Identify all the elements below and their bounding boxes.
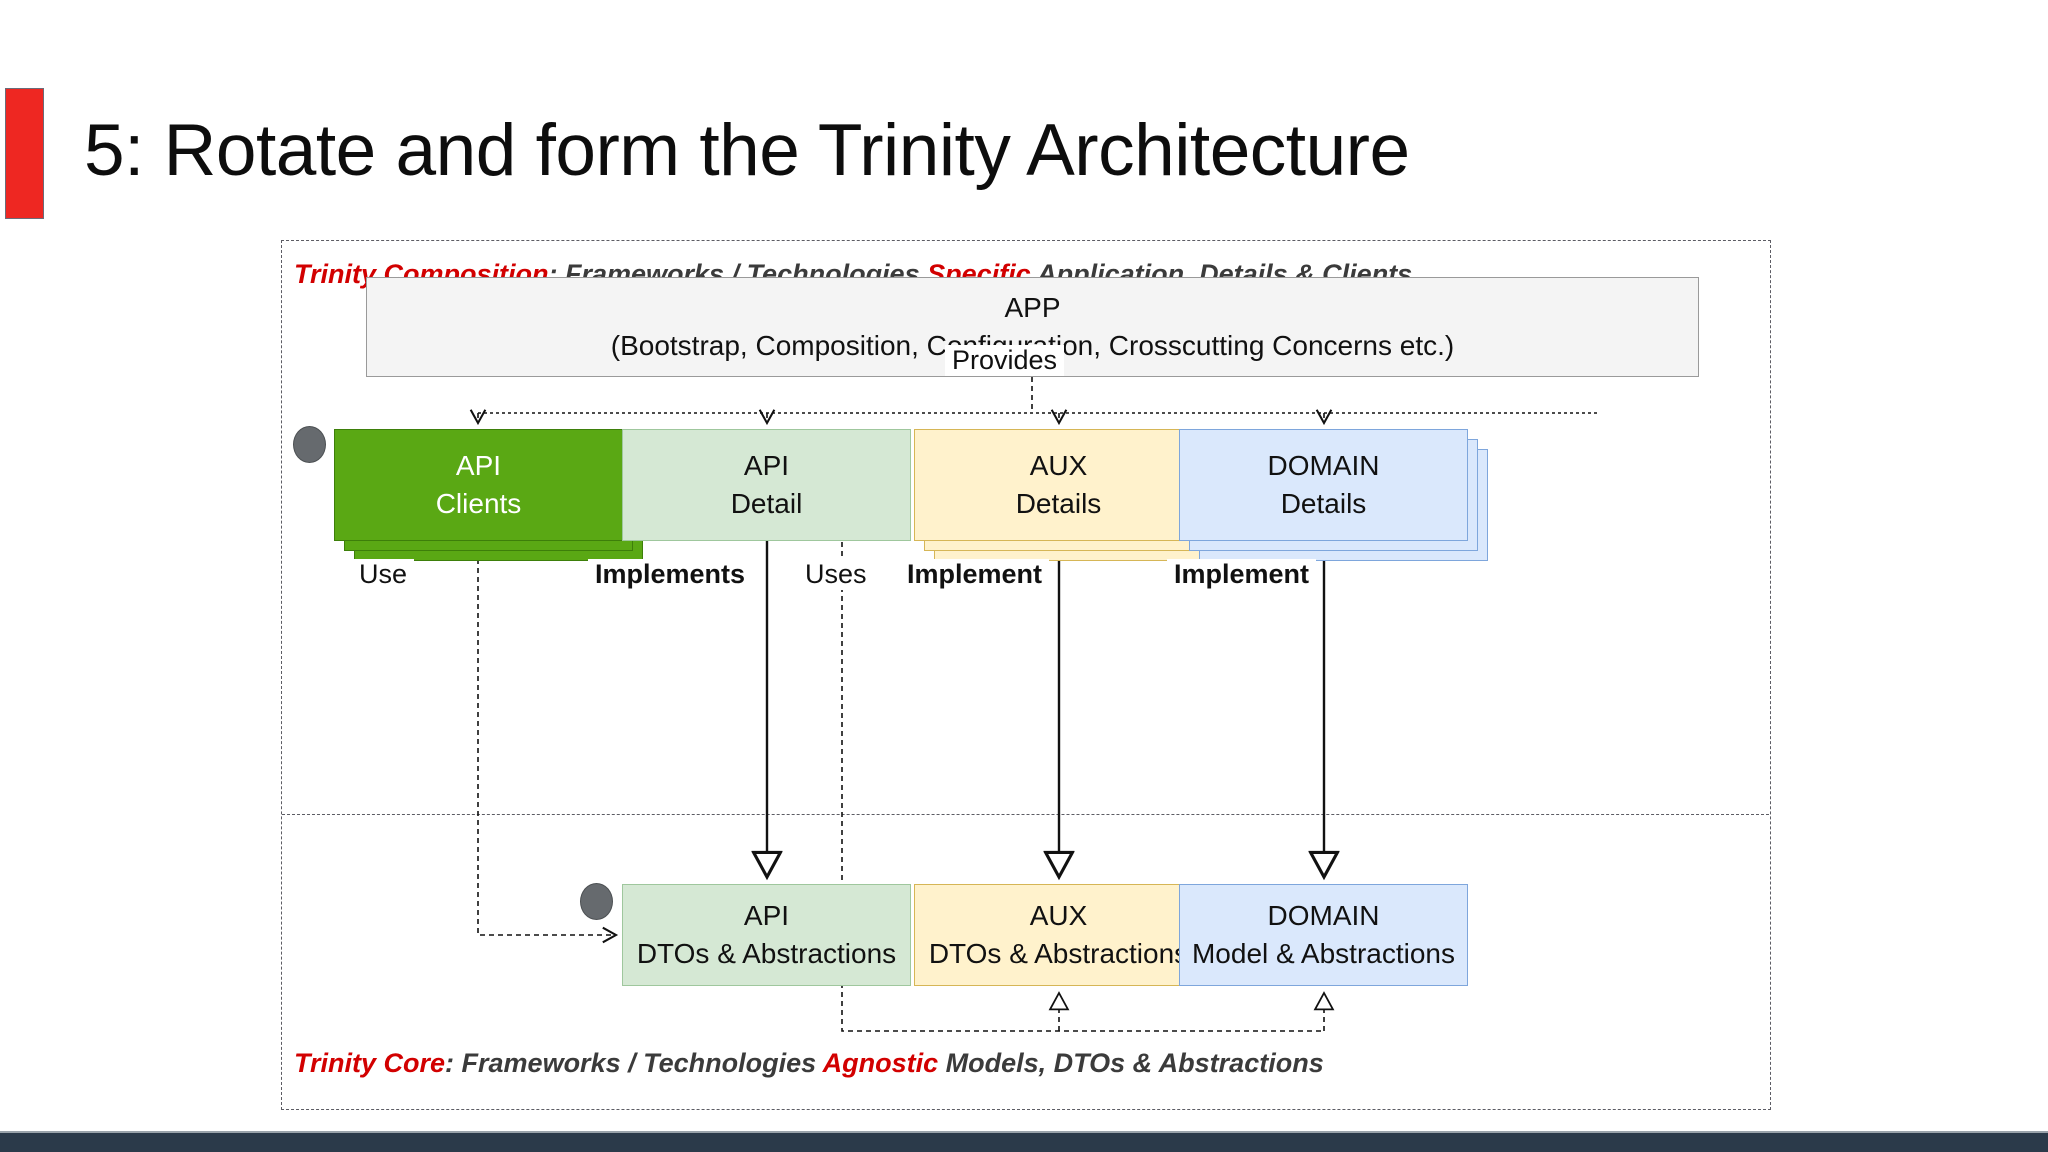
node-api-dtos-title: API — [743, 900, 790, 931]
node-app-title: APP — [1004, 292, 1061, 323]
node-aux-details[interactable]: AUX Details — [914, 429, 1203, 541]
node-domain-details-title: DOMAIN — [1267, 450, 1380, 481]
node-api-clients-title: API — [455, 450, 502, 481]
node-api-dtos[interactable]: API DTOs & Abstractions — [622, 884, 911, 986]
band-label-core: Trinity Core: Frameworks / Technologies … — [294, 1048, 1324, 1079]
band-core-prefix: Trinity Core — [294, 1048, 446, 1078]
node-aux-dtos[interactable]: AUX DTOs & Abstractions — [914, 884, 1203, 986]
band-core-middle: : Frameworks / Technologies — [445, 1048, 823, 1078]
band-core-highlight: Agnostic — [822, 1048, 939, 1078]
band-core-suffix: Models, DTOs & Abstractions — [938, 1048, 1324, 1078]
node-aux-details-title: AUX — [1029, 450, 1088, 481]
node-api-dtos-subtitle: DTOs & Abstractions — [636, 938, 897, 969]
core-composition-divider — [282, 814, 1769, 815]
wire-use-clients-to-api-dtos — [477, 541, 619, 944]
node-domain-model-subtitle: Model & Abstractions — [1191, 938, 1456, 969]
node-api-detail-subtitle: Detail — [730, 488, 803, 519]
edge-label-uses: Uses — [798, 559, 874, 590]
trinity-architecture-diagram: API DTOs : dashed, down then right --> A… — [281, 240, 1771, 1110]
marker-dot-icon-api-dtos — [580, 883, 613, 920]
node-domain-details[interactable]: DOMAIN Details — [1179, 429, 1468, 541]
node-aux-dtos-title: AUX — [1029, 900, 1088, 931]
node-domain-details-subtitle: Details — [1280, 488, 1367, 519]
node-api-clients[interactable]: API Clients — [334, 429, 623, 541]
marker-dot-icon-api-clients — [293, 426, 326, 463]
edge-label-implement-aux: Implement — [900, 559, 1050, 590]
slide-bottom-bar — [0, 1131, 2048, 1152]
edge-label-implements: Implements — [588, 559, 753, 590]
connector-layer: API DTOs : dashed, down then right --> A… — [469, 377, 1598, 1032]
node-api-detail-title: API — [743, 450, 790, 481]
node-domain-model-title: DOMAIN — [1267, 900, 1380, 931]
page-title: 5: Rotate and form the Trinity Architect… — [84, 110, 1410, 191]
edge-label-implement-domain: Implement — [1167, 559, 1317, 590]
title-accent-bar — [5, 88, 44, 219]
node-aux-dtos-subtitle: DTOs & Abstractions — [928, 938, 1189, 969]
edge-label-use: Use — [352, 559, 415, 590]
node-aux-details-subtitle: Details — [1015, 488, 1102, 519]
wire-uses-bus — [841, 466, 1324, 1032]
edge-label-provides: Provides — [945, 345, 1065, 376]
node-api-clients-subtitle: Clients — [435, 488, 522, 519]
node-api-detail[interactable]: API Detail — [622, 429, 911, 541]
node-domain-model[interactable]: DOMAIN Model & Abstractions — [1179, 884, 1468, 986]
